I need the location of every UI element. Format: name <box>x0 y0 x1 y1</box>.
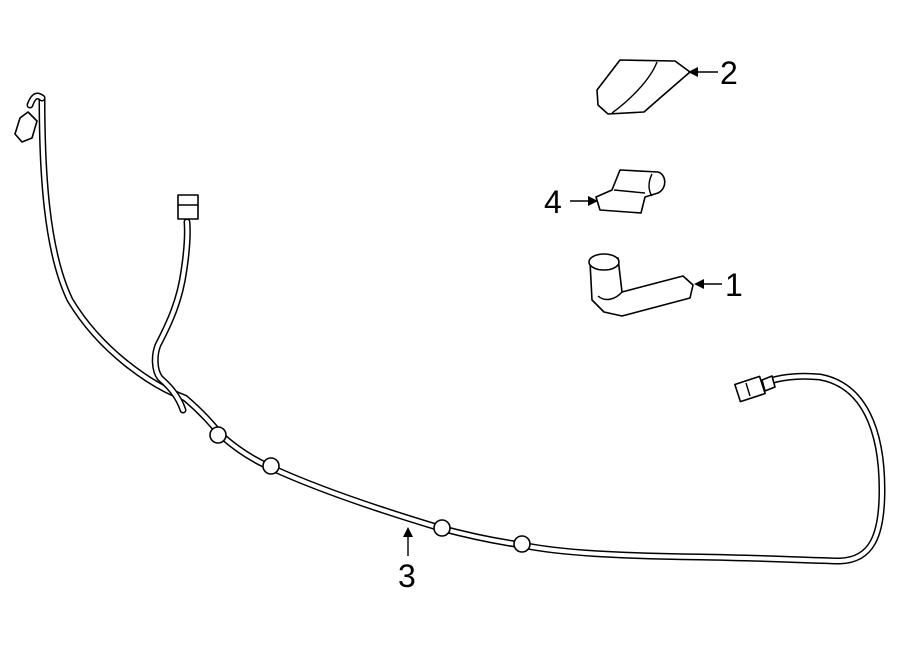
harness-clip <box>433 519 451 537</box>
harness-clip <box>262 457 280 475</box>
top-branch-connector <box>177 194 199 220</box>
harness-clip <box>209 426 227 444</box>
callout-3-label: 3 <box>398 558 416 594</box>
callout-1: 1 <box>694 267 743 303</box>
wiring-harness <box>14 92 886 565</box>
callout-4-label: 4 <box>544 184 562 220</box>
left-end-plug <box>14 111 38 143</box>
harness-clip <box>513 535 531 553</box>
callout-2-label: 2 <box>720 55 738 91</box>
part-2-cover <box>596 59 691 115</box>
right-end-connector <box>734 375 776 403</box>
part-4-bracket <box>595 169 666 214</box>
callout-2: 2 <box>688 55 738 91</box>
callout-4: 4 <box>544 184 598 220</box>
part-1-sensor <box>588 253 694 317</box>
callout-3: 3 <box>398 527 416 594</box>
callout-1-label: 1 <box>725 267 743 303</box>
